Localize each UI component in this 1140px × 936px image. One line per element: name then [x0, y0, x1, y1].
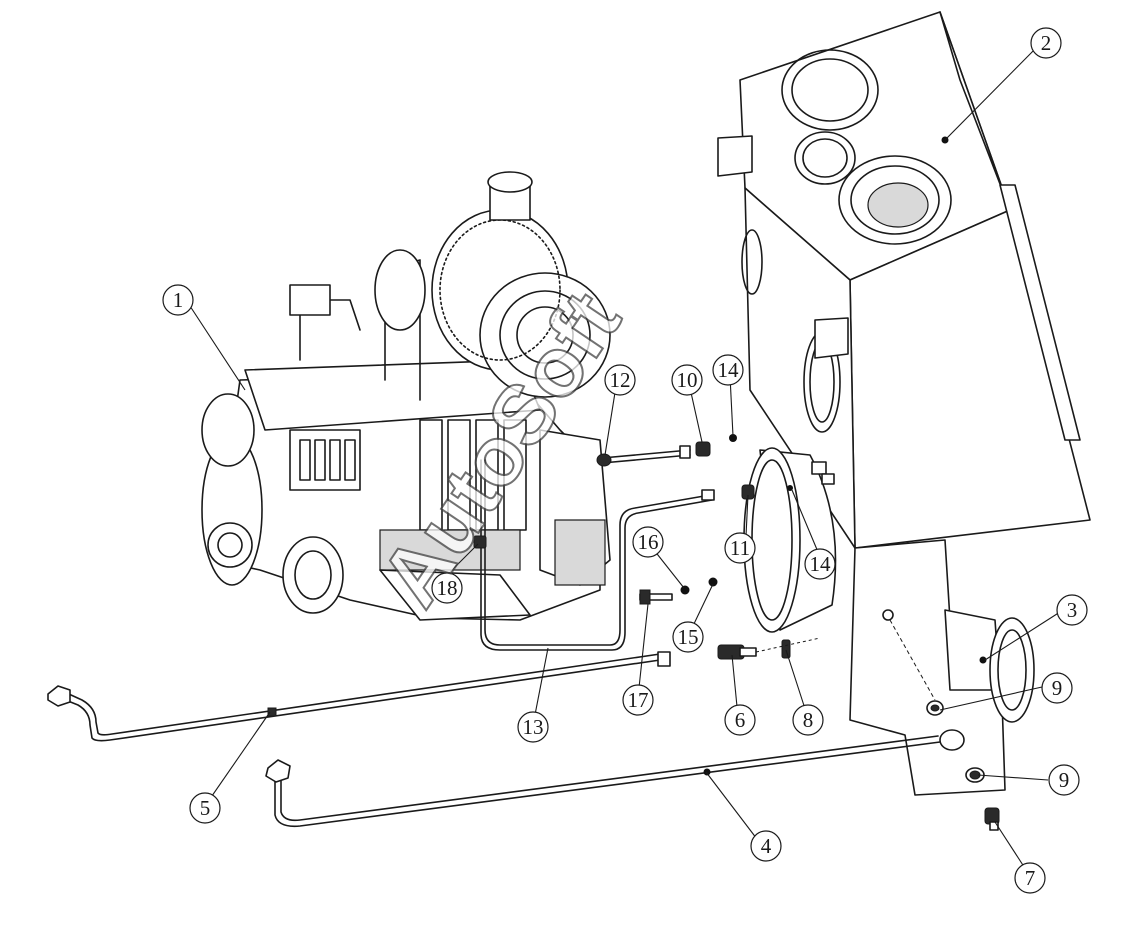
flywheel-bell-housing [743, 447, 837, 633]
fittings [473, 434, 1000, 831]
callout-7: 7 [1014, 862, 1046, 894]
svg-text:16: 16 [638, 530, 659, 554]
callout-13: 13 [517, 711, 549, 743]
callout-10: 10 [671, 364, 703, 396]
callout-9-upper: 9 [1041, 672, 1073, 704]
callout-17: 17 [622, 684, 654, 716]
callout-3: 3 [1056, 594, 1088, 626]
svg-text:9: 9 [1052, 676, 1063, 700]
svg-text:12: 12 [610, 368, 631, 392]
svg-text:11: 11 [730, 536, 750, 560]
svg-text:10: 10 [677, 368, 698, 392]
callout-9-lower: 9 [1048, 764, 1080, 796]
callout-4: 4 [750, 830, 782, 862]
enclosure-housing [717, 11, 1091, 549]
svg-text:6: 6 [735, 708, 746, 732]
callout-6: 6 [724, 704, 756, 736]
callout-14-bottom: 14 [804, 548, 836, 580]
svg-text:14: 14 [810, 552, 832, 576]
callout-11: 11 [724, 532, 756, 564]
svg-text:9: 9 [1059, 768, 1070, 792]
callout-8: 8 [792, 704, 824, 736]
engine-assembly [201, 171, 611, 621]
callout-12: 12 [604, 364, 636, 396]
callout-2: 2 [1030, 27, 1062, 59]
svg-text:14: 14 [718, 358, 740, 382]
svg-text:2: 2 [1041, 31, 1052, 55]
svg-text:8: 8 [803, 708, 814, 732]
callout-14-top: 14 [712, 354, 744, 386]
svg-text:15: 15 [678, 625, 699, 649]
callout-5: 5 [189, 792, 221, 824]
pipe-13 [480, 459, 715, 651]
svg-text:18: 18 [437, 576, 458, 600]
svg-text:7: 7 [1025, 866, 1036, 890]
svg-text:13: 13 [523, 715, 544, 739]
pipe-4 [265, 729, 965, 828]
callout-18: 18 [431, 572, 463, 604]
svg-text:17: 17 [628, 688, 649, 712]
callout-16: 16 [632, 526, 664, 558]
pipe-5 [47, 651, 671, 742]
callout-1: 1 [162, 284, 194, 316]
pipe-12 [601, 445, 691, 464]
callout-15: 15 [672, 621, 704, 653]
svg-text:4: 4 [761, 834, 772, 858]
svg-text:3: 3 [1067, 598, 1078, 622]
lower-duct-housing [849, 539, 1035, 796]
svg-text:5: 5 [200, 796, 211, 820]
svg-text:1: 1 [173, 288, 184, 312]
